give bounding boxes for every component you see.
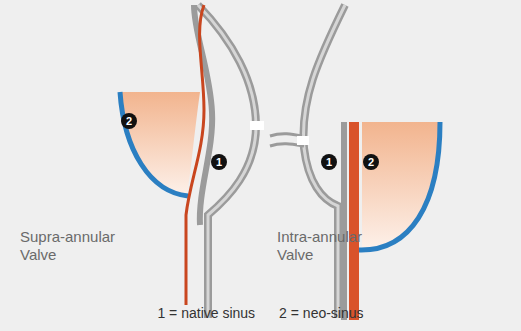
neo-sinus-wall <box>358 122 440 250</box>
aortic-wall <box>303 5 345 318</box>
valve-frame <box>349 122 359 320</box>
neo-sinus <box>120 92 200 196</box>
coronary-ostium <box>297 136 309 145</box>
neo-sinus-wall <box>120 92 188 196</box>
native-leaflet <box>341 122 347 320</box>
valve-label: Supra-annular Valve <box>20 228 140 264</box>
callout-number: 1 <box>321 154 337 170</box>
neo-sinus <box>362 122 440 250</box>
legend-text: 1 = native sinus <box>157 305 255 321</box>
callout-number: 2 <box>121 113 137 129</box>
legend-text: 2 = neo-sinus <box>279 305 363 321</box>
callout-number: 2 <box>363 154 379 170</box>
coronary-ostium <box>250 121 264 130</box>
valve-leaflet <box>186 5 204 305</box>
aortic-wall <box>303 5 345 318</box>
valve-label: Intra-annular Valve <box>277 228 377 264</box>
callout-number: 1 <box>211 154 227 170</box>
